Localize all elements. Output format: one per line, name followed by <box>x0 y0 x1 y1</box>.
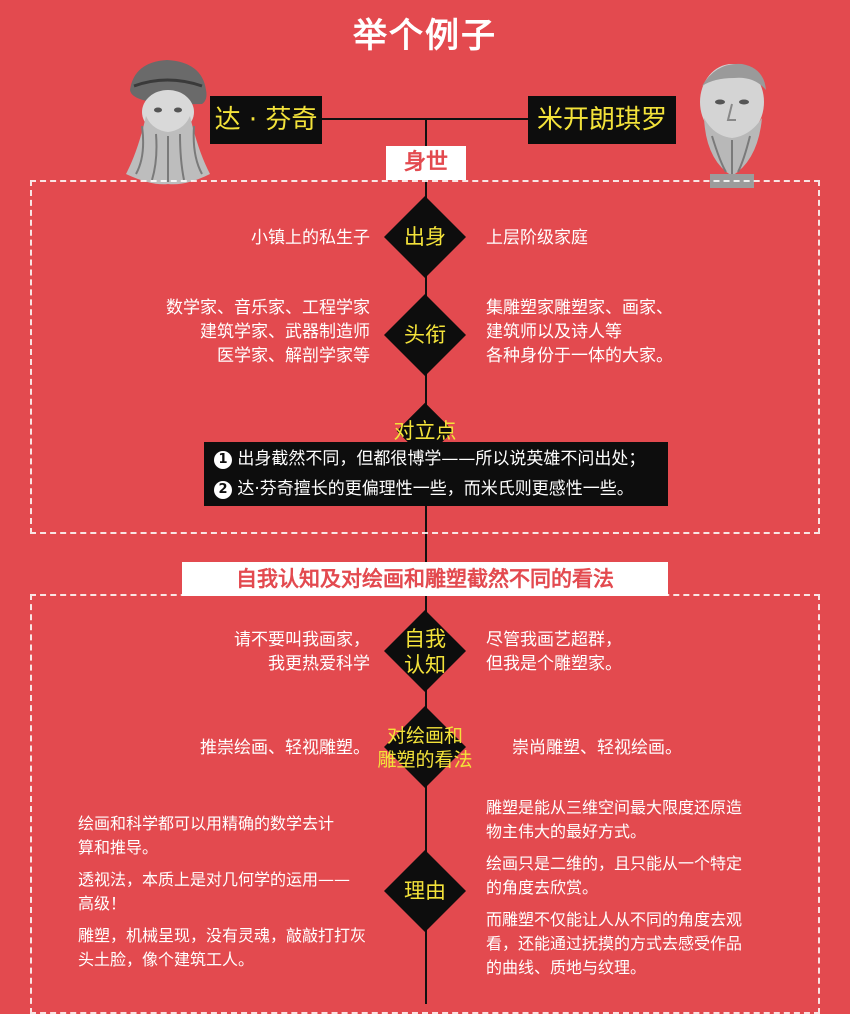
michelangelo-reason-paragraph: 雕塑是能从三维空间最大限度还原造 物主伟大的最好方式。 <box>486 796 796 844</box>
reason-line: 高级！ <box>78 894 127 913</box>
leonardo-titles-text: 数学家、音乐家、工程学家 建筑学家、武器制造师 医学家、解剖学家等 <box>100 296 370 368</box>
leonardo-view-text: 推崇绘画、轻视雕塑。 <box>200 738 370 758</box>
section-background-title: 身世 <box>386 146 466 180</box>
michelangelo-self-line: 尽管我画艺超群， <box>486 630 622 650</box>
reason-line: 雕塑是能从三维空间最大限度还原造 <box>486 798 743 817</box>
leonardo-self-line: 请不要叫我画家， <box>234 630 370 650</box>
section-background-box <box>30 180 820 534</box>
michelangelo-titles-line: 集雕塑家雕塑家、画家、 <box>486 298 673 318</box>
reason-line: 而雕塑不仅能让人从不同的角度去观 <box>486 910 743 929</box>
leonardo-titles-line: 数学家、音乐家、工程学家 <box>166 298 370 318</box>
reason-line: 雕塑，机械呈现，没有灵魂，敲敲打打灰 <box>78 926 367 945</box>
michelangelo-titles-line: 建筑师以及诗人等 <box>486 322 622 342</box>
contrast-item-2: 2 达·芬奇擅长的更偏理性一些，而米氏则更感性一些。 <box>204 474 668 504</box>
contrast-item-1: 1 出身截然不同，但都很博学——所以说英雄不问出处； <box>204 442 668 474</box>
connector-vertical <box>425 118 427 1004</box>
leonardo-self-line: 我更热爱科学 <box>268 654 370 674</box>
leonardo-titles-line: 建筑学家、武器制造师 <box>200 322 370 342</box>
reason-line: 的角度去欣赏。 <box>486 878 599 897</box>
michelangelo-reason-text: 雕塑是能从三维空间最大限度还原造 物主伟大的最好方式。 绘画只是二维的，且只能从… <box>486 796 796 980</box>
reason-label: 理由 <box>404 879 446 903</box>
leonardo-titles-line: 医学家、解剖学家等 <box>217 346 370 366</box>
view-label-line: 对绘画和 <box>386 725 463 747</box>
origin-label: 出身 <box>404 225 446 249</box>
michelangelo-titles-text: 集雕塑家雕塑家、画家、 建筑师以及诗人等 各种身份于一体的大家。 <box>486 296 766 368</box>
leonardo-reason-text: 绘画和科学都可以用精确的数学去计 算和推导。 透视法，本质上是对几何学的运用——… <box>78 812 388 972</box>
reason-line: 头土脸，像个建筑工人。 <box>78 950 255 969</box>
view-label: 对绘画和 雕塑的看法 <box>362 724 488 772</box>
contrast-item-text: 达·芬奇擅长的更偏理性一些，而米氏则更感性一些。 <box>237 479 634 499</box>
self-label-line: 认知 <box>404 653 446 677</box>
michelangelo-reason-paragraph: 而雕塑不仅能让人从不同的角度去观 看，还能通过抚摸的方式去感受作品 的曲线、质地… <box>486 908 796 980</box>
titles-label: 头衔 <box>404 323 446 347</box>
leonardo-self-text: 请不要叫我画家， 我更热爱科学 <box>150 628 370 676</box>
leonardo-portrait-icon <box>126 60 210 185</box>
michelangelo-self-line: 但我是个雕塑家。 <box>486 654 622 674</box>
contrast-label: 对立点 <box>393 419 457 443</box>
number-2-icon: 2 <box>214 481 232 499</box>
michelangelo-origin-text: 上层阶级家庭 <box>486 228 588 248</box>
leonardo-reason-paragraph: 雕塑，机械呈现，没有灵魂，敲敲打打灰 头土脸，像个建筑工人。 <box>78 924 388 972</box>
reason-line: 算和推导。 <box>78 838 159 857</box>
michelangelo-titles-line: 各种身份于一体的大家。 <box>486 346 673 366</box>
reason-line: 绘画只是二维的，且只能从一个特定 <box>486 854 743 873</box>
michelangelo-portrait-icon <box>700 63 766 188</box>
contrast-item-text: 出身截然不同，但都很博学——所以说英雄不问出处； <box>237 449 646 469</box>
michelangelo-self-text: 尽管我画艺超群， 但我是个雕塑家。 <box>486 628 766 676</box>
michelangelo-name-label: 米开朗琪罗 <box>528 96 676 144</box>
reason-line: 透视法，本质上是对几何学的运用—— <box>78 870 351 889</box>
page-title: 举个例子 <box>353 16 497 56</box>
michelangelo-view-text: 崇尚雕塑、轻视绘画。 <box>512 738 682 758</box>
view-label-line: 雕塑的看法 <box>377 749 473 771</box>
michelangelo-reason-paragraph: 绘画只是二维的，且只能从一个特定 的角度去欣赏。 <box>486 852 796 900</box>
reason-line: 物主伟大的最好方式。 <box>486 822 647 841</box>
contrast-panel: 1 出身截然不同，但都很博学——所以说英雄不问出处； 2 达·芬奇擅长的更偏理性… <box>204 442 668 506</box>
leonardo-name-label: 达 · 芬奇 <box>210 96 322 144</box>
reason-line: 绘画和科学都可以用精确的数学去计 <box>78 814 335 833</box>
self-label-line: 自我 <box>404 627 446 651</box>
reason-line: 的曲线、质地与纹理。 <box>486 958 647 977</box>
leonardo-reason-paragraph: 透视法，本质上是对几何学的运用—— 高级！ <box>78 868 388 916</box>
leonardo-reason-paragraph: 绘画和科学都可以用精确的数学去计 算和推导。 <box>78 812 388 860</box>
section-views-title: 自我认知及对绘画和雕塑截然不同的看法 <box>182 562 668 596</box>
number-1-icon: 1 <box>214 451 232 469</box>
reason-line: 看，还能通过抚摸的方式去感受作品 <box>486 934 743 953</box>
leonardo-origin-text: 小镇上的私生子 <box>251 228 370 248</box>
self-label: 自我 认知 <box>385 626 465 678</box>
